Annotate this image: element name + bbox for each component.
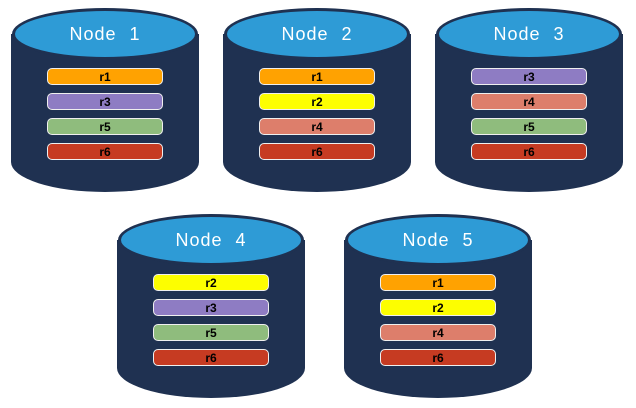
node-3-cylinder: Node 3 r3 r4 r5 r6 bbox=[435, 8, 623, 192]
replica-bar: r6 bbox=[259, 143, 375, 160]
node-3-replica-list: r3 r4 r5 r6 bbox=[471, 68, 587, 160]
node-5-cylinder-top-ellipse: Node 5 bbox=[345, 214, 531, 266]
replica-bar: r5 bbox=[471, 118, 587, 135]
node-3-cylinder-body bbox=[435, 34, 623, 192]
replica-bar: r1 bbox=[259, 68, 375, 85]
replica-bar: r4 bbox=[471, 93, 587, 110]
replica-bar: r1 bbox=[380, 274, 496, 291]
node-1-cylinder-body bbox=[11, 34, 199, 192]
node-4-cylinder: Node 4 r2 r3 r5 r6 bbox=[117, 214, 305, 398]
replica-bar: r1 bbox=[47, 68, 163, 85]
replica-bar: r6 bbox=[47, 143, 163, 160]
replica-bar: r3 bbox=[153, 299, 269, 316]
node-5-replica-list: r1 r2 r4 r6 bbox=[380, 274, 496, 366]
replica-bar: r6 bbox=[380, 349, 496, 366]
node-5-cylinder-body bbox=[344, 240, 532, 398]
node-4-replica-list: r2 r3 r5 r6 bbox=[153, 274, 269, 366]
node-1-replica-list: r1 r3 r5 r6 bbox=[47, 68, 163, 160]
node-2-cylinder-body bbox=[223, 34, 411, 192]
node-1-title: Node 1 bbox=[69, 23, 141, 44]
node-2-cylinder-top-ellipse: Node 2 bbox=[224, 8, 410, 60]
replica-bar: r3 bbox=[471, 68, 587, 85]
node-3-title: Node 3 bbox=[493, 23, 565, 44]
node-5-cylinder: Node 5 r1 r2 r4 r6 bbox=[344, 214, 532, 398]
replica-bar: r3 bbox=[47, 93, 163, 110]
node-2-cylinder: Node 2 r1 r2 r4 r6 bbox=[223, 8, 411, 192]
node-2-title: Node 2 bbox=[281, 23, 353, 44]
replica-bar: r4 bbox=[380, 324, 496, 341]
replica-bar: r6 bbox=[471, 143, 587, 160]
node-4-cylinder-body bbox=[117, 240, 305, 398]
replica-bar: r2 bbox=[380, 299, 496, 316]
replica-bar: r2 bbox=[259, 93, 375, 110]
replica-bar: r2 bbox=[153, 274, 269, 291]
node-2-replica-list: r1 r2 r4 r6 bbox=[259, 68, 375, 160]
node-5-title: Node 5 bbox=[402, 229, 474, 250]
replica-bar: r5 bbox=[153, 324, 269, 341]
node-4-cylinder-top-ellipse: Node 4 bbox=[118, 214, 304, 266]
node-4-title: Node 4 bbox=[175, 229, 247, 250]
replica-bar: r4 bbox=[259, 118, 375, 135]
node-1-cylinder: Node 1 r1 r3 r5 r6 bbox=[11, 8, 199, 192]
node-1-cylinder-top-ellipse: Node 1 bbox=[12, 8, 198, 60]
node-3-cylinder-top-ellipse: Node 3 bbox=[436, 8, 622, 60]
replica-bar: r6 bbox=[153, 349, 269, 366]
replica-bar: r5 bbox=[47, 118, 163, 135]
